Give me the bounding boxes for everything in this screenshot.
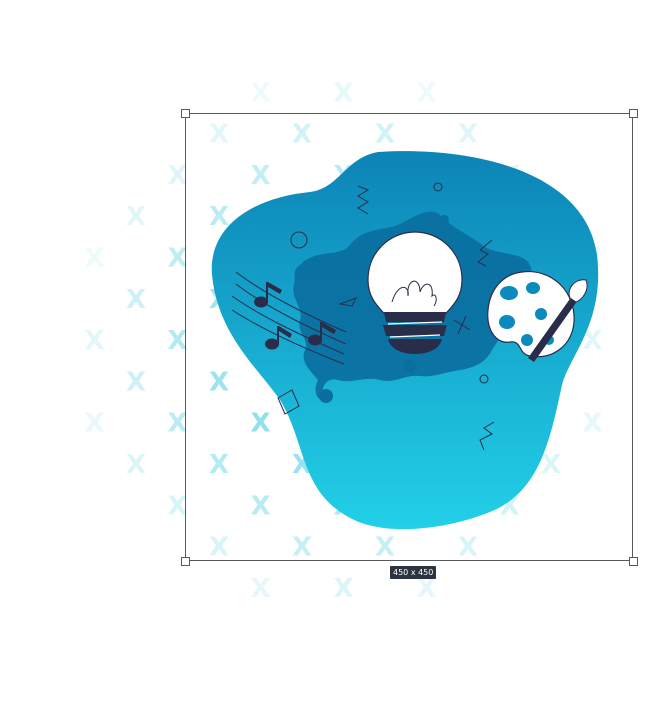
pattern-x-glyph: X bbox=[167, 244, 187, 274]
pattern-x-glyph: X bbox=[582, 326, 602, 356]
pattern-x-glyph: X bbox=[375, 120, 395, 150]
pattern-x-glyph: X bbox=[126, 202, 146, 232]
dimension-badge: 450 x 450 bbox=[390, 566, 437, 579]
pattern-x-glyph: X bbox=[209, 533, 229, 563]
pattern-x-glyph: X bbox=[250, 491, 270, 521]
selection-frame[interactable] bbox=[185, 113, 633, 561]
resize-handle-bottom-left[interactable] bbox=[181, 557, 190, 566]
pattern-x-glyph: X bbox=[126, 285, 146, 315]
pattern-x-glyph: X bbox=[126, 367, 146, 397]
pattern-x-glyph: X bbox=[375, 533, 395, 563]
pattern-x-glyph: X bbox=[250, 409, 270, 439]
pattern-x-glyph: X bbox=[250, 161, 270, 191]
pattern-x-glyph: X bbox=[209, 202, 229, 232]
pattern-x-glyph: X bbox=[84, 244, 104, 274]
pattern-x-glyph: X bbox=[167, 409, 187, 439]
pattern-x-glyph: X bbox=[209, 367, 229, 397]
pattern-x-glyph: X bbox=[84, 409, 104, 439]
pattern-x-glyph: X bbox=[167, 326, 187, 356]
pattern-x-glyph: X bbox=[209, 120, 229, 150]
pattern-x-glyph: X bbox=[458, 120, 478, 150]
pattern-x-glyph: X bbox=[250, 78, 270, 108]
pattern-x-glyph: X bbox=[458, 533, 478, 563]
pattern-x-glyph: X bbox=[333, 574, 353, 604]
music-notes-icon bbox=[254, 282, 336, 350]
splash-drop bbox=[439, 215, 449, 225]
pattern-x-glyph: X bbox=[209, 450, 229, 480]
pattern-x-glyph: X bbox=[167, 491, 187, 521]
pattern-x-glyph: X bbox=[582, 409, 602, 439]
resize-handle-top-right[interactable] bbox=[629, 109, 638, 118]
pattern-x-glyph: X bbox=[126, 450, 146, 480]
music-notes-icon bbox=[231, 271, 347, 365]
splash-drop bbox=[319, 389, 333, 403]
pattern-x-glyph: X bbox=[84, 326, 104, 356]
splash-drop bbox=[404, 360, 416, 372]
pattern-x-glyph: X bbox=[333, 78, 353, 108]
resize-handle-top-left[interactable] bbox=[181, 109, 190, 118]
pattern-x-glyph: X bbox=[292, 120, 312, 150]
pattern-x-glyph: X bbox=[416, 574, 436, 604]
pattern-x-glyph: X bbox=[167, 161, 187, 191]
pattern-x-glyph: X bbox=[416, 78, 436, 108]
pattern-x-glyph: X bbox=[250, 574, 270, 604]
resize-handle-bottom-right[interactable] bbox=[629, 557, 638, 566]
pattern-x-glyph: X bbox=[292, 533, 312, 563]
light-bulb-icon bbox=[367, 231, 463, 354]
pattern-x-glyph: X bbox=[541, 450, 561, 480]
decoration-lines bbox=[277, 182, 495, 451]
paint-brush-icon bbox=[528, 279, 588, 362]
